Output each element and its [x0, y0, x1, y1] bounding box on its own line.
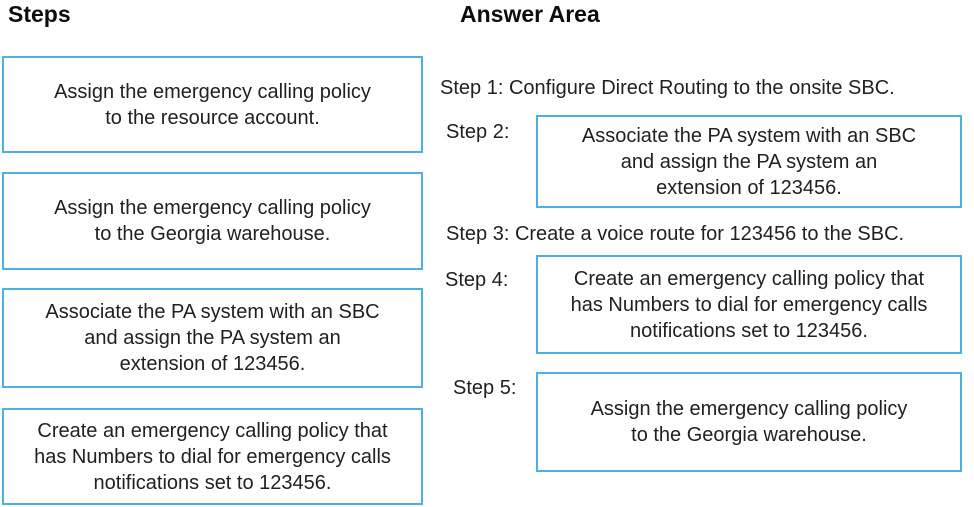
step-2-label: Step 2:	[446, 121, 510, 143]
step-option-card[interactable]: Associate the PA system with an SBC and …	[2, 288, 423, 388]
answer-step-3-line: Step 3: Create a voice route for 123456 …	[446, 222, 904, 246]
steps-heading: Steps	[8, 1, 71, 27]
step-4-label: Step 4:	[445, 269, 509, 291]
answer-drop-box-step-4[interactable]: Create an emergency calling policy that …	[536, 255, 962, 354]
answer-step-1-line: Step 1: Configure Direct Routing to the …	[440, 76, 895, 100]
step-1-text: Configure Direct Routing to the onsite S…	[508, 77, 895, 99]
step-3-text: Create a voice route for 123456 to the S…	[514, 223, 905, 245]
step-3-label: Step 3:	[446, 223, 510, 245]
step-option-card[interactable]: Assign the emergency calling policy to t…	[2, 56, 423, 153]
step-option-card[interactable]: Assign the emergency calling policy to t…	[2, 172, 423, 270]
step-1-label: Step 1:	[440, 77, 504, 99]
step-5-label: Step 5:	[453, 377, 517, 399]
answer-area-heading: Answer Area	[460, 1, 600, 27]
answer-drop-box-step-2[interactable]: Associate the PA system with an SBC and …	[536, 115, 962, 208]
answer-drop-box-step-5[interactable]: Assign the emergency calling policy to t…	[536, 372, 962, 472]
step-option-card[interactable]: Create an emergency calling policy that …	[2, 408, 423, 505]
